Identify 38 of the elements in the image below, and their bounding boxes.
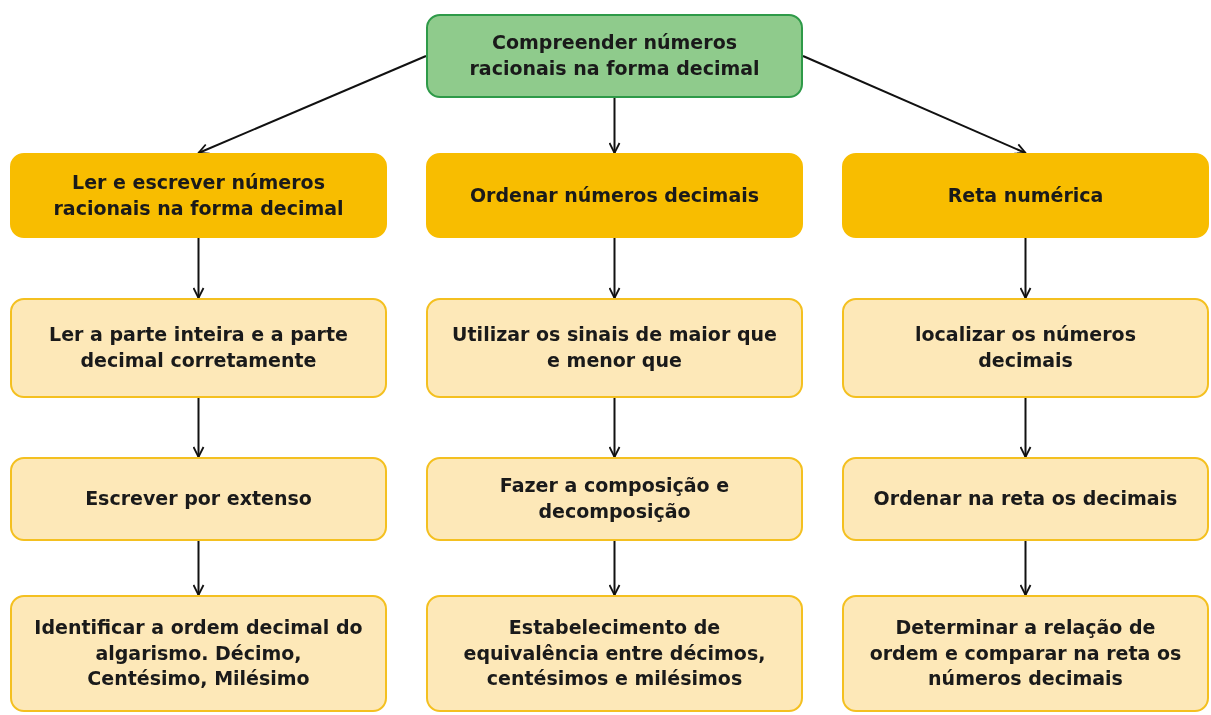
box-text: Ler a parte inteira e a parte decimal corretamente bbox=[48, 322, 349, 373]
arrow bbox=[1019, 237, 1032, 299]
topic-box bbox=[842, 153, 1209, 238]
arrow bbox=[608, 397, 621, 458]
arrow bbox=[608, 97, 621, 154]
box-text: Utilizar os sinais de maior que e menor que bbox=[451, 322, 778, 373]
box-text: Fazer a composição e decomposição bbox=[498, 473, 731, 524]
box-text: Estabelecimento de equivalência entre décimos, centésimos e milésimos bbox=[462, 615, 767, 692]
main-topic-box bbox=[426, 14, 803, 98]
box-text: Escrever por extenso bbox=[85, 486, 312, 512]
step-box bbox=[842, 298, 1209, 398]
box-text: Ler e escrever números racionais na forma decimal bbox=[52, 169, 345, 221]
topic-box bbox=[10, 153, 387, 238]
box-text: Compreender números racionais na forma decimal bbox=[468, 30, 761, 81]
box-text: Reta numérica bbox=[947, 182, 1104, 208]
step-box bbox=[426, 457, 803, 541]
arrow bbox=[1019, 540, 1032, 596]
arrow bbox=[1019, 397, 1032, 458]
arrow bbox=[802, 55, 1027, 155]
box-text: Identificar a ordem decimal do algarismo. Décimo, Centésimo, Milésimo bbox=[34, 615, 363, 692]
arrow bbox=[192, 397, 205, 458]
box-text: Ordenar na reta os decimais bbox=[873, 486, 1178, 512]
arrow bbox=[608, 237, 621, 299]
step-box bbox=[842, 457, 1209, 541]
box-text: Determinar a relação de ordem e comparar na reta os números decimais bbox=[868, 615, 1183, 692]
step-box bbox=[842, 595, 1209, 712]
step-box bbox=[10, 298, 387, 398]
topic-box bbox=[426, 153, 803, 238]
box-text: Ordenar números decimais bbox=[469, 182, 760, 208]
arrow bbox=[197, 55, 427, 155]
arrow bbox=[192, 237, 205, 299]
box-text: localizar os números decimais bbox=[914, 322, 1137, 373]
step-box bbox=[10, 595, 387, 712]
step-box bbox=[10, 457, 387, 541]
arrow bbox=[608, 540, 621, 596]
arrow bbox=[192, 540, 205, 596]
step-box bbox=[426, 595, 803, 712]
step-box bbox=[426, 298, 803, 398]
